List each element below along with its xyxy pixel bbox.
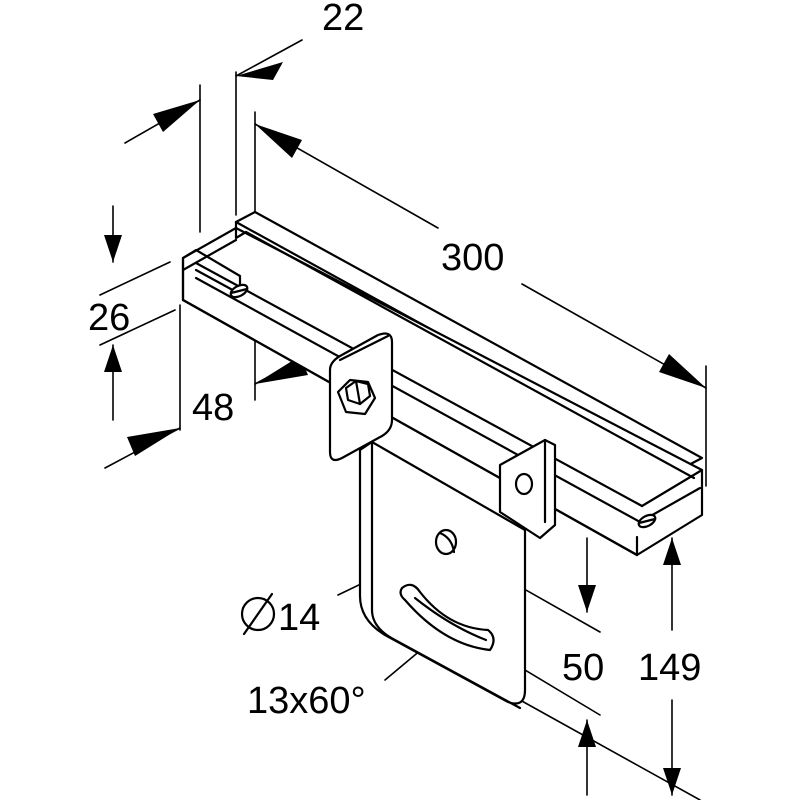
dim-label-26: 26 [88,297,130,339]
dim-label-14: 14 [278,597,320,639]
arrow-26-top [104,235,122,262]
arrow-22-left [153,100,200,132]
dim-label-149: 149 [638,647,701,689]
arrow-50-bottom [578,720,596,747]
bracket-part [181,210,704,710]
arrow-48-left [127,428,180,456]
dim-label-300: 300 [441,237,504,279]
diameter-icon [240,592,276,636]
dim-label-48: 48 [192,387,234,429]
arrow-149-top [663,538,681,565]
arrow-149-bottom [663,768,681,795]
dim-label-13x60: 13x60° [247,680,366,722]
arrow-50-top [578,585,596,612]
arrow-26-bottom [104,345,122,372]
dimension-labels: 22 300 26 48 14 13x60° 50 149 [88,0,701,722]
hole-14 [434,528,458,556]
dimension-arrows [104,62,706,795]
arrow-300-right [659,354,706,388]
arrow-22-right [236,62,283,80]
dim-label-22: 22 [322,0,364,39]
arrow-300-left [255,124,302,158]
bolt-end [514,472,534,496]
dim-label-50: 50 [562,647,604,689]
